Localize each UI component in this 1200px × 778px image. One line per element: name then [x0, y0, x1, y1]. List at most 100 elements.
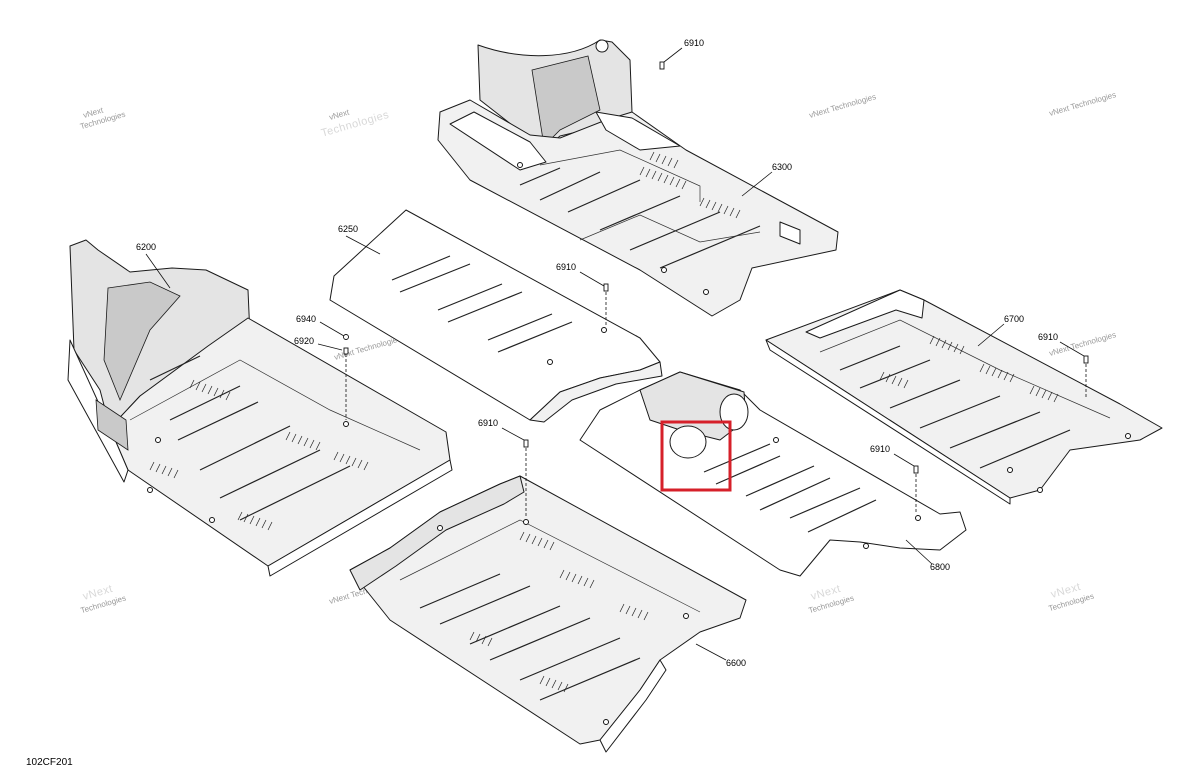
- part-6250-fastener-hole: [547, 359, 553, 365]
- part-6200-ribs: [129, 355, 421, 521]
- part-6250-lip: [529, 361, 663, 423]
- highlight-box: [660, 420, 732, 492]
- screw-icon[interactable]: [1083, 355, 1089, 364]
- part-6700-ribs: [819, 319, 1111, 469]
- part-6600-fastener-hole: [437, 525, 443, 531]
- callout-6800[interactable]: 6800: [905, 539, 950, 572]
- part-6300-right-grip-pad: [595, 111, 681, 151]
- callout-label: 6250: [338, 224, 358, 234]
- watermark: vNext Technologies: [1048, 90, 1117, 118]
- part-6800-fastener-hole: [863, 543, 869, 549]
- reference-code: 102CF201: [26, 757, 73, 768]
- callout-label: 6910: [478, 418, 498, 428]
- screw-icon[interactable]: [343, 347, 349, 355]
- watermark: vNext Technologies: [1048, 330, 1117, 358]
- callout-label: 6200: [136, 242, 156, 252]
- callout-6600[interactable]: 6600: [695, 643, 746, 668]
- assembly-lines: [345, 292, 1087, 518]
- part-6600-rear-wall: [349, 475, 525, 591]
- callout-label: 6940: [296, 314, 316, 324]
- part-6300-fastener-hole: [661, 267, 667, 273]
- callout-6940[interactable]: 6940: [296, 314, 345, 337]
- watermark: vNext Technologies: [320, 107, 391, 139]
- callout-6200[interactable]: 6200: [136, 242, 171, 289]
- screw-icon[interactable]: [659, 61, 665, 70]
- part-6200-wall-shadow: [103, 281, 181, 402]
- part-6200-front-lip: [267, 459, 453, 577]
- part-6700-floor-panel[interactable]: [765, 289, 1163, 505]
- part-6700-fastener-hole: [1037, 487, 1043, 493]
- part-6200-fastener-hole: [155, 437, 161, 443]
- watermark: vNext Technologies: [1048, 581, 1095, 613]
- callout-6250[interactable]: 6250: [338, 224, 381, 255]
- screw-icon[interactable]: [523, 439, 529, 448]
- part-6250-fastener-hole: [601, 327, 607, 333]
- watermark: vNext Technologies: [808, 583, 855, 615]
- watermark: vNext Technologies: [808, 92, 877, 120]
- callout-6700[interactable]: 6700: [977, 314, 1024, 347]
- callout-6910[interactable]: 6910: [478, 418, 525, 441]
- callout-label: 6700: [1004, 314, 1024, 324]
- part-6700-edge: [765, 339, 1011, 505]
- part-6200-fastener-hole: [147, 487, 153, 493]
- callout-6910[interactable]: 6910: [556, 262, 605, 287]
- callout-label: 6910: [556, 262, 576, 272]
- part-6300-slot: [779, 221, 801, 245]
- part-6800-rear-opening: [719, 393, 749, 431]
- callout-6910[interactable]: 6910: [663, 38, 704, 63]
- watermark: vNext Technologies: [80, 583, 127, 615]
- part-6300-fastener-hole: [517, 162, 523, 168]
- callout-label: 6910: [870, 444, 890, 454]
- part-6600-fastener-hole: [683, 613, 689, 619]
- part-6250-ribs: [391, 255, 573, 353]
- watermark-text: vNext Technologies: [808, 92, 877, 120]
- part-6700-fastener-hole: [1125, 433, 1131, 439]
- part-6300-wall-boss: [595, 39, 609, 53]
- part-6600-grip-blocks: [469, 531, 649, 693]
- part-6700-fastener-hole: [1007, 467, 1013, 473]
- part-6600-floor: [349, 475, 747, 745]
- fasteners: [343, 61, 1089, 474]
- part-6300-fastener-hole: [703, 289, 709, 295]
- part-6300-left-grip-pad: [449, 111, 547, 171]
- part-6250-console-plate[interactable]: [329, 209, 663, 423]
- part-6200-grip-blocks: [149, 379, 369, 531]
- part-6200-fastener-hole: [209, 517, 215, 523]
- callout-label: 6910: [1038, 332, 1058, 342]
- callout-label: 6300: [772, 162, 792, 172]
- screw-icon[interactable]: [913, 465, 919, 474]
- part-6600-floor-panel[interactable]: [349, 475, 747, 753]
- watermark-text: vNext Technologies: [1048, 330, 1117, 358]
- part-6300-floor-panel[interactable]: [437, 39, 839, 317]
- part-6600-ribs: [399, 519, 701, 701]
- callout-label: 6920: [294, 336, 314, 346]
- part-6800-fastener-hole: [915, 515, 921, 521]
- callout-label: 6910: [684, 38, 704, 48]
- callout-6300[interactable]: 6300: [741, 162, 792, 197]
- callout-label: 6600: [726, 658, 746, 668]
- part-6600-fastener-hole: [523, 519, 529, 525]
- watermark: vNext Technologies: [79, 105, 126, 131]
- part-6600-front-lip: [599, 659, 667, 753]
- part-6200-floor-panel[interactable]: [67, 239, 453, 577]
- callout-6910[interactable]: 6910: [870, 444, 915, 467]
- screw-icon[interactable]: [603, 283, 609, 292]
- part-6300-grip-blocks: [639, 151, 741, 219]
- part-6800-fastener-hole: [773, 437, 779, 443]
- part-6800-ribs: [703, 443, 877, 533]
- part-6800-front-opening: [669, 425, 707, 459]
- part-6200-fastener-hole: [343, 421, 349, 427]
- part-6600-fastener-hole: [603, 719, 609, 725]
- callouts: 6910 6300 6250 6910 6200 6940 6920 6700: [136, 38, 1085, 668]
- screw-icon[interactable]: [343, 334, 349, 340]
- callout-label: 6800: [930, 562, 950, 572]
- callout-6910[interactable]: 6910: [1038, 332, 1085, 357]
- part-6700-rear-lip: [805, 289, 925, 339]
- part-6700-grip-blocks: [879, 335, 1059, 403]
- callout-6920[interactable]: 6920: [294, 336, 343, 351]
- part-6200-grip-pad: [95, 399, 129, 451]
- part-6300-wall-shadow: [531, 55, 601, 147]
- watermark-text: vNext Technologies: [1048, 90, 1117, 118]
